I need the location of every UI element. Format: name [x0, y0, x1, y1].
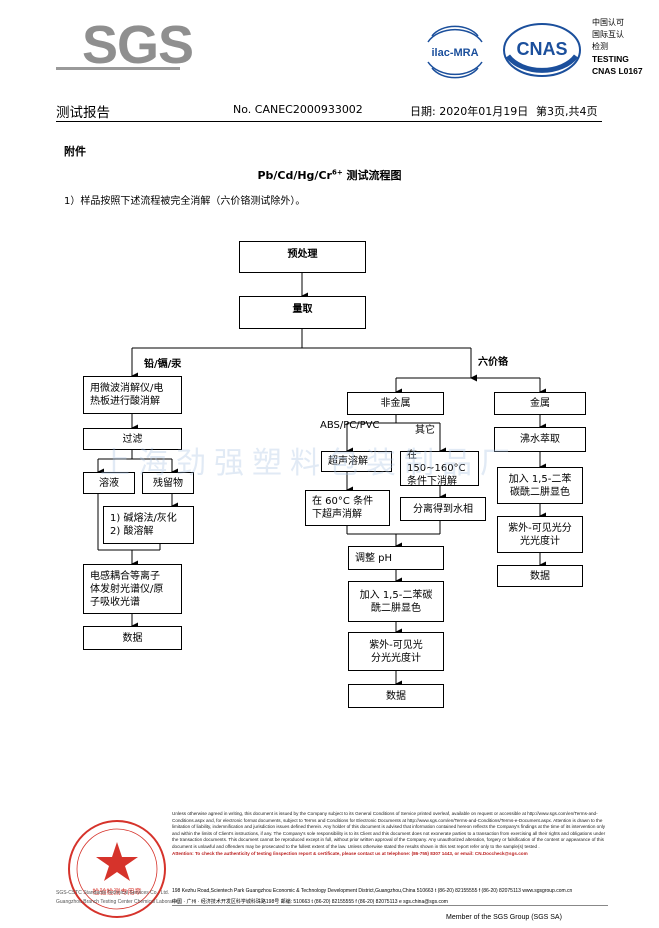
terms-paragraph: Unless otherwise agreed in writing, this…	[172, 811, 608, 857]
step-filter: 过滤	[83, 428, 182, 450]
logo-underline	[56, 67, 180, 70]
accreditation-line: 检测	[592, 42, 608, 51]
text-line: 体发射光谱仪/原	[90, 583, 164, 595]
step-acid-digestion: 用微波消解仪/电热板进行酸消解	[83, 376, 182, 414]
text-line: 紫外-可见光分	[508, 522, 572, 534]
address-cn: 中国 · 广州 · 经济技术开发区科学城科珠路198号 邮编: 510663 t…	[172, 899, 448, 905]
text-line: 紫外-可见光	[369, 639, 423, 651]
step-adjust-ph: 调整 pH	[348, 546, 444, 570]
step-boiling-extract: 沸水萃取	[494, 427, 586, 452]
terms-text: Unless otherwise agreed in writing, this…	[172, 811, 606, 849]
address-en: 198 Kezhu Road,Scientech Park Guangzhou …	[172, 888, 573, 894]
text-line: 在 60°C 条件	[312, 496, 374, 507]
text-line: 下超声消解	[312, 509, 362, 520]
step-separate-aqueous: 分离得到水相	[400, 497, 486, 521]
flowchart-connectors	[97, 273, 546, 688]
sgs-logo: SGS	[82, 15, 194, 75]
cnas-label: CNAS	[516, 39, 567, 59]
annex-heading: 附件	[64, 145, 86, 158]
step-heat-digest: 在 150~160°C 条件下消解	[400, 450, 479, 487]
text-line: 酰二肼显色	[370, 602, 421, 614]
label-other: 其它	[415, 425, 435, 436]
intro-text: 1）样品按照下述流程被完全消解（六价铬测试除外）。	[64, 196, 306, 207]
flowchart-title-main: Pb/Cd/Hg/Cr	[257, 169, 332, 182]
text-line: 用微波消解仪/电	[90, 383, 164, 394]
step-icp-aas: 电感耦合等离子体发射光谱仪/原子吸收光谱	[83, 564, 182, 614]
step-nonmetal: 非金属	[347, 392, 444, 415]
text-line: 1) 碱熔法/灰化	[110, 513, 177, 524]
page-number: 第3页,共4页	[536, 105, 598, 118]
ilac-label: ilac-MRA	[431, 47, 478, 59]
accreditation-line: TESTING	[592, 54, 629, 64]
step-measure: 量取	[239, 296, 366, 329]
text-line: 在 150~160°C	[407, 450, 466, 474]
step-metal: 金属	[494, 392, 586, 415]
text-line: 条件下消解	[407, 476, 457, 487]
step-pretreatment: 预处理	[239, 241, 366, 273]
branch-label-pb-cd-hg: 铅/镉/汞	[144, 359, 182, 370]
step-ultrasonic-60c: 在 60°C 条件下超声消解	[305, 490, 390, 526]
step-uv-vis: 紫外-可见光分光光度计	[348, 632, 444, 671]
lab-name-2: Guangzhou Branch Testing Center Chemical…	[56, 899, 181, 905]
step-residue-treatment: 1) 碱熔法/灰化 2) 酸溶解	[103, 506, 194, 544]
text-line: 2) 酸溶解	[110, 526, 154, 537]
text-line: 电感耦合等离子	[90, 570, 160, 582]
header-rule	[56, 121, 602, 122]
footer-rule	[172, 905, 608, 906]
step-residue: 残留物	[142, 472, 194, 494]
label-abs-pc-pvc: ABS/PC/PVC	[320, 420, 380, 431]
flowchart-title: Pb/Cd/Hg/Cr6+ 测试流程图	[0, 167, 659, 183]
report-title: 测试报告	[56, 105, 110, 121]
cnas-logo: CNAS	[503, 23, 581, 77]
step-metal-uv-vis: 紫外-可见光分光光度计	[497, 516, 583, 553]
member-note: Member of the SGS Group (SGS SA)	[446, 914, 562, 921]
company-seal: 检验检测专用章	[68, 820, 166, 918]
flowchart-title-sup: 6+	[331, 168, 343, 177]
step-ultrasonic-dissolve: 超声溶解	[321, 451, 392, 472]
text-line: 加入 1,5-二苯碳	[359, 589, 433, 601]
text-line: 子吸收光谱	[90, 596, 140, 608]
step-metal-reagent: 加入 1,5-二苯碳酰二肼显色	[497, 467, 583, 504]
authenticity-notice: Attention: To check the authenticity of …	[172, 850, 528, 856]
watermark: 上海劲强塑料包装制品厂	[100, 446, 518, 481]
text-line: 分光光度计	[370, 652, 421, 664]
step-data-metal: 数据	[497, 565, 583, 587]
flowchart-title-suffix: 测试流程图	[342, 169, 402, 182]
report-date: 日期: 2020年01月19日	[410, 105, 529, 118]
step-data-pb: 数据	[83, 626, 182, 650]
seal-text: 检验检测专用章	[93, 887, 142, 896]
accreditation-line: 中国认可	[592, 18, 624, 27]
accreditation-line: 国际互认	[592, 30, 624, 39]
step-solution: 溶液	[83, 472, 135, 494]
accreditation-line: CNAS L0167	[592, 66, 643, 76]
text-line: 加入 1,5-二苯	[508, 473, 572, 485]
accreditation-text: 中国认可 国际互认 检测 TESTING CNAS L0167	[592, 17, 643, 77]
report-number: No. CANEC2000933002	[233, 103, 363, 116]
text-line: 碳酰二肼显色	[509, 486, 570, 498]
step-add-reagent: 加入 1,5-二苯碳酰二肼显色	[348, 581, 444, 622]
step-data-cr: 数据	[348, 684, 444, 708]
lab-name-1: SGS-CSTC Standards Technical Services Co…	[56, 890, 170, 896]
ilac-mra-logo: ilac-MRA	[427, 25, 483, 79]
text-line: 光光度计	[519, 535, 560, 547]
text-line: 热板进行酸消解	[90, 396, 160, 407]
branch-label-cr6: 六价铬	[478, 357, 508, 368]
